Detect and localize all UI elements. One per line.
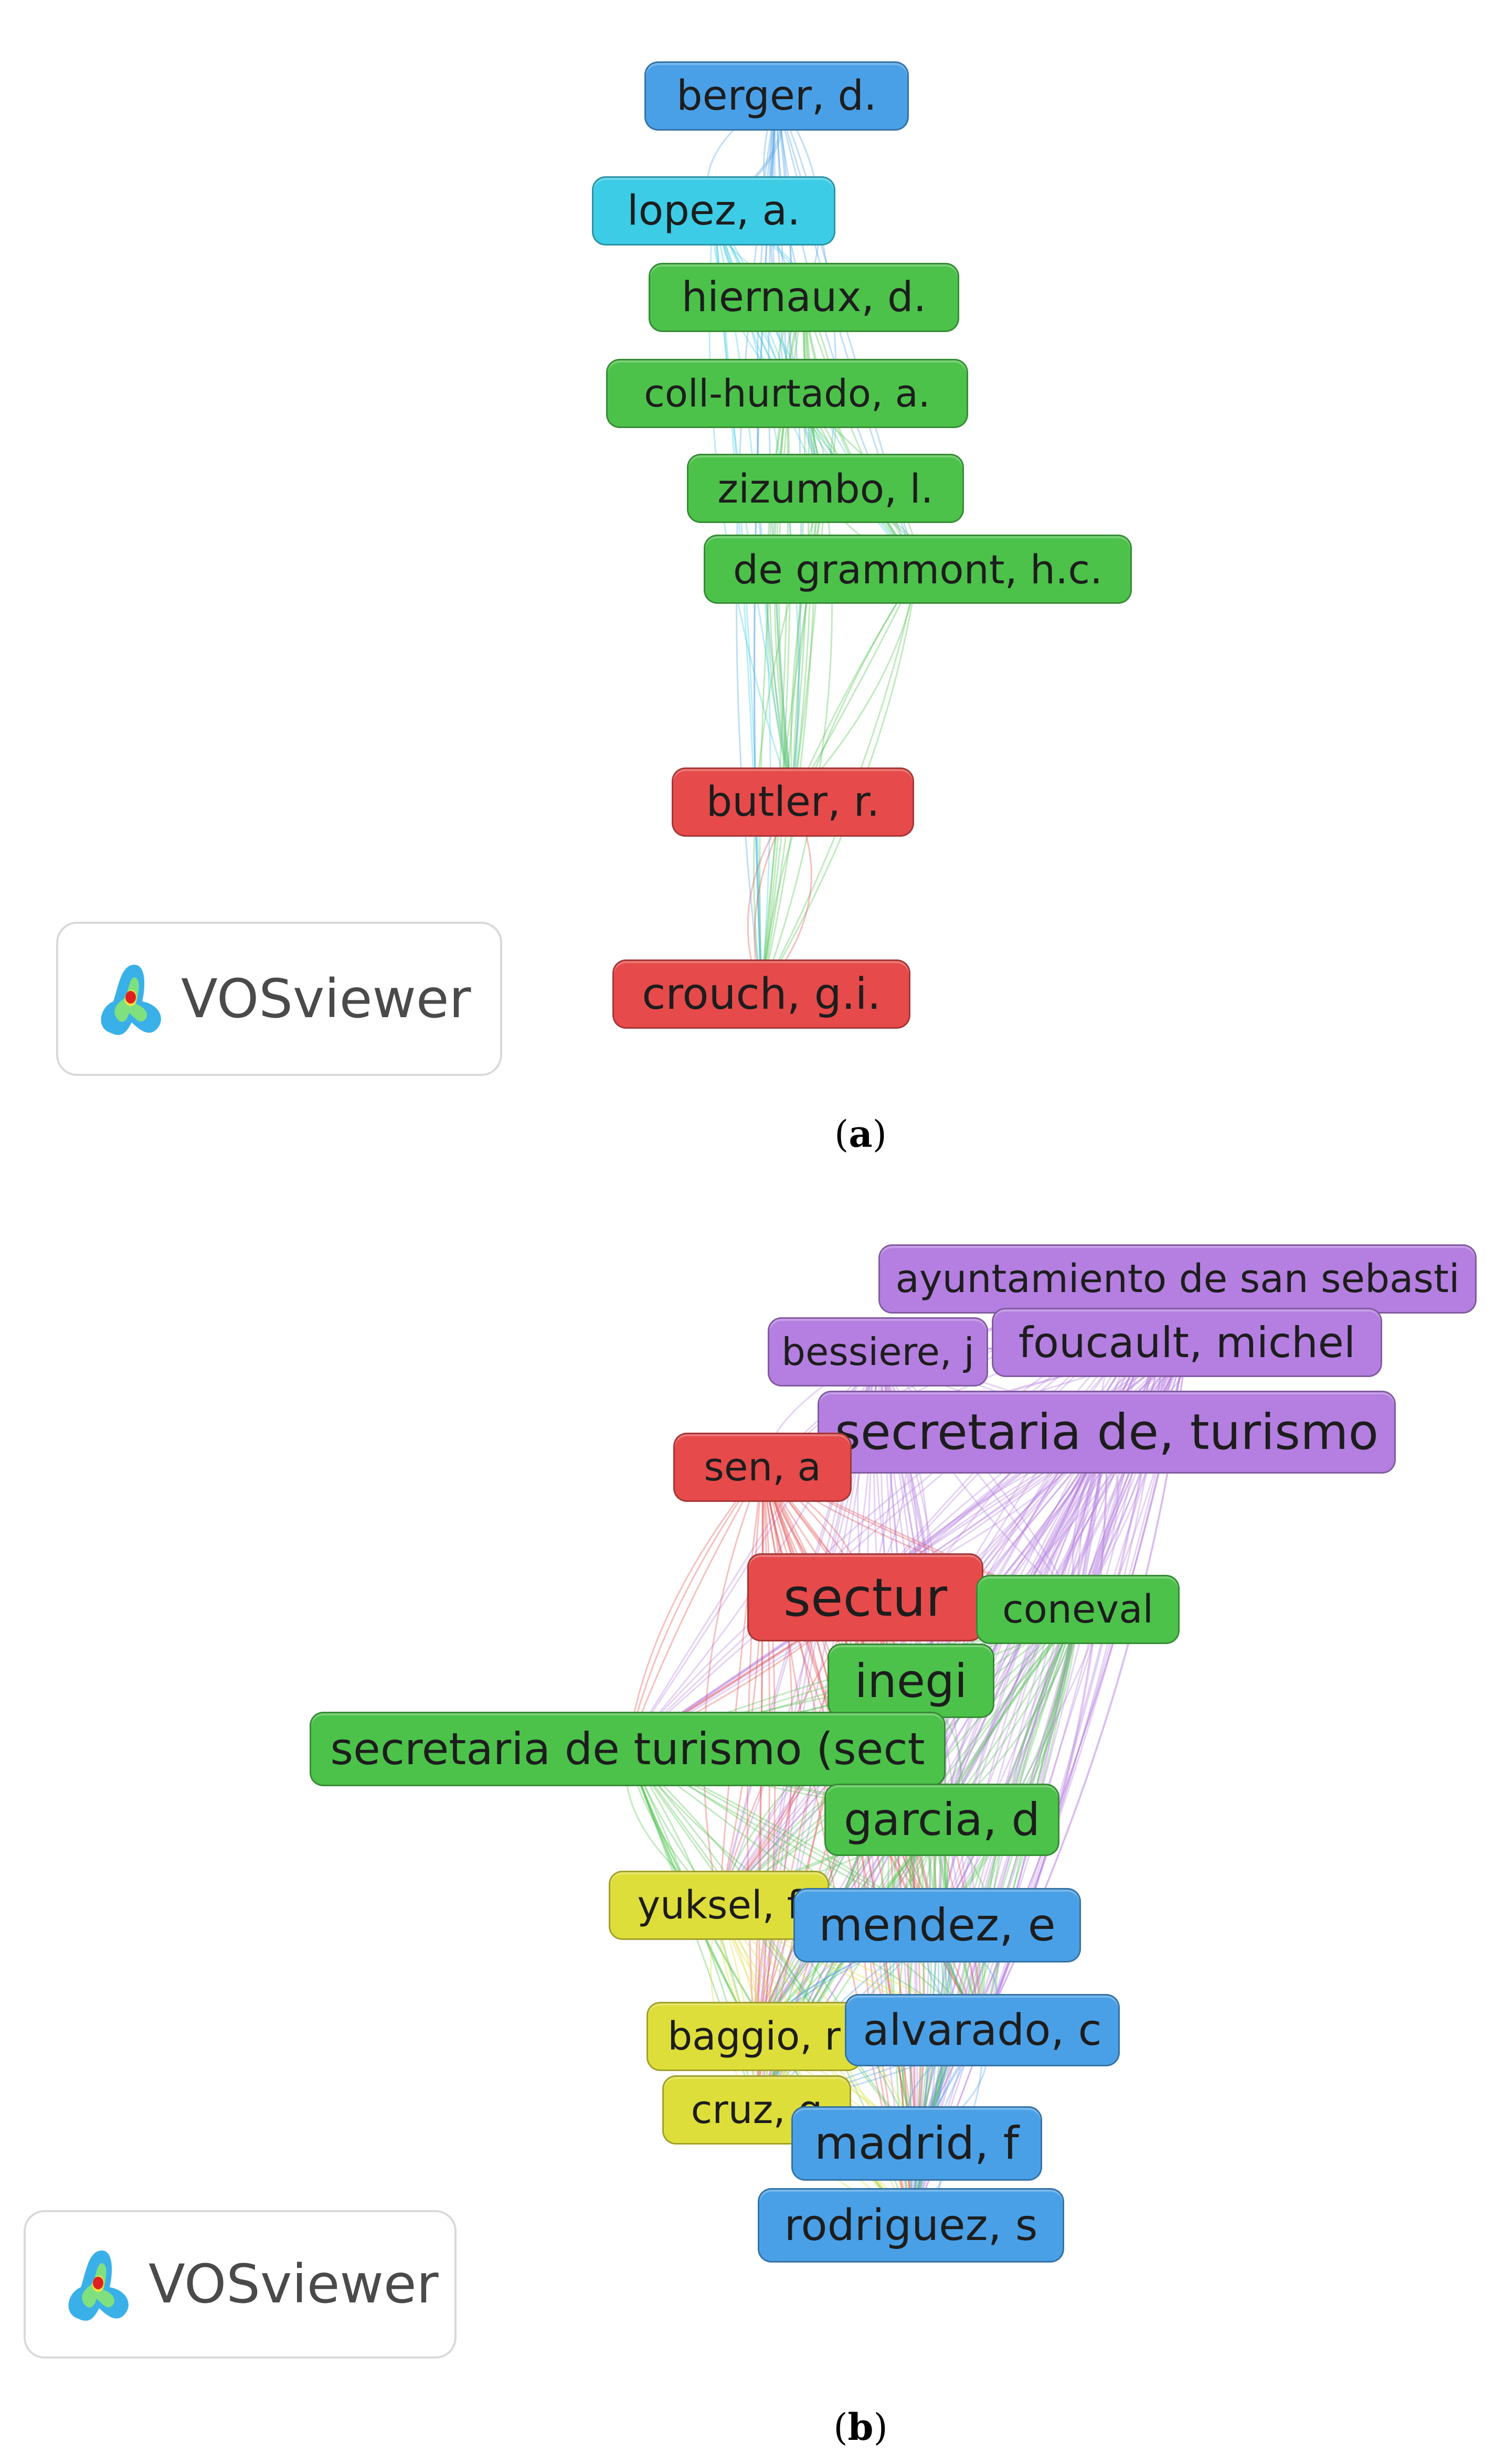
link-curve: [910, 1925, 945, 2226]
node-de-grammont[interactable]: de grammont, h.c.: [704, 535, 1132, 604]
link-curve: [936, 1609, 1079, 1926]
link-curve: [916, 1819, 943, 2144]
link-curve: [910, 1342, 1188, 2226]
node-madrid[interactable]: madrid, f: [791, 2106, 1042, 2181]
node-hiernaux[interactable]: hiernaux, d.: [649, 263, 959, 332]
link-curve: [718, 1467, 765, 1906]
caption-b: (b): [833, 2405, 888, 2449]
node-baggio[interactable]: baggio, r: [646, 2002, 862, 2071]
node-butler[interactable]: butler, r.: [672, 767, 914, 837]
link-curve: [792, 488, 826, 803]
link-curve: [910, 1925, 940, 2226]
link-curve: [713, 210, 826, 489]
caption-a: (a): [834, 1112, 887, 1156]
link-curve: [936, 1609, 1079, 1926]
vosviewer-logo-icon: [101, 965, 161, 1035]
link-curve: [916, 1819, 947, 2144]
link-curve: [627, 1748, 918, 2144]
node-lopez[interactable]: lopez, a.: [592, 176, 835, 246]
node-sectur[interactable]: sectur: [747, 1553, 983, 1641]
node-alvarado[interactable]: alvarado, c: [845, 1994, 1120, 2066]
link-curve: [703, 1467, 764, 1906]
link-curve: [718, 1467, 764, 1906]
node-crouch[interactable]: crouch, g.i.: [612, 959, 910, 1029]
link-curve: [1077, 1342, 1188, 1610]
link-curve: [761, 1467, 938, 1926]
link-curve: [877, 1351, 1079, 1610]
node-foucault[interactable]: foucault, michel: [992, 1308, 1382, 1377]
vosviewer-logo-icon: [68, 2250, 129, 2321]
link-curve: [1077, 1342, 1188, 1610]
node-ayuntamiento[interactable]: ayuntamiento de san sebasti: [878, 1244, 1477, 1314]
node-yuksel[interactable]: yuksel, f: [609, 1871, 829, 1940]
node-rodriguez[interactable]: rodriguez, s: [758, 2188, 1064, 2263]
vosviewer-logo-text: VOSviewer: [149, 2253, 439, 2316]
node-sen[interactable]: sen, a: [673, 1433, 852, 1502]
link-curve: [713, 210, 826, 489]
node-inegi[interactable]: inegi: [828, 1644, 994, 1718]
node-coll-hurtado[interactable]: coll-hurtado, a.: [606, 359, 968, 428]
link-curve: [792, 488, 826, 803]
link-curve: [803, 297, 919, 570]
vosviewer-logo-a: VOSviewer: [56, 922, 502, 1076]
link-curve: [803, 297, 919, 570]
link-curve: [898, 1819, 943, 2144]
link-curve: [627, 1748, 918, 2144]
node-garcia[interactable]: garcia, d: [824, 1784, 1059, 1856]
vosviewer-logo-b: VOSviewer: [24, 2210, 457, 2359]
link-curve: [627, 1467, 764, 1750]
link-curve: [936, 1609, 1079, 1926]
node-berger[interactable]: berger, d.: [644, 61, 909, 131]
link-curve: [627, 1467, 764, 1750]
node-zizumbo[interactable]: zizumbo, l.: [687, 454, 964, 523]
link-curve: [803, 297, 919, 570]
link-curve: [790, 488, 826, 803]
link-curve: [877, 1351, 1079, 1610]
link-curve: [1077, 1342, 1188, 1610]
node-mendez[interactable]: mendez, e: [793, 1888, 1081, 1962]
node-bessiere[interactable]: bessiere, j: [768, 1317, 988, 1386]
node-secretaria-de-turismo-sect[interactable]: secretaria de turismo (sect: [310, 1712, 946, 1786]
link-curve: [877, 1351, 1079, 1610]
vosviewer-logo-text: VOSviewer: [181, 967, 471, 1030]
link-curve: [713, 210, 826, 489]
link-curve: [627, 1467, 764, 1750]
node-secretaria-de-turismo-purple[interactable]: secretaria de, turismo: [818, 1391, 1396, 1474]
node-coneval[interactable]: coneval: [976, 1575, 1180, 1644]
link-curve: [910, 1925, 938, 2226]
